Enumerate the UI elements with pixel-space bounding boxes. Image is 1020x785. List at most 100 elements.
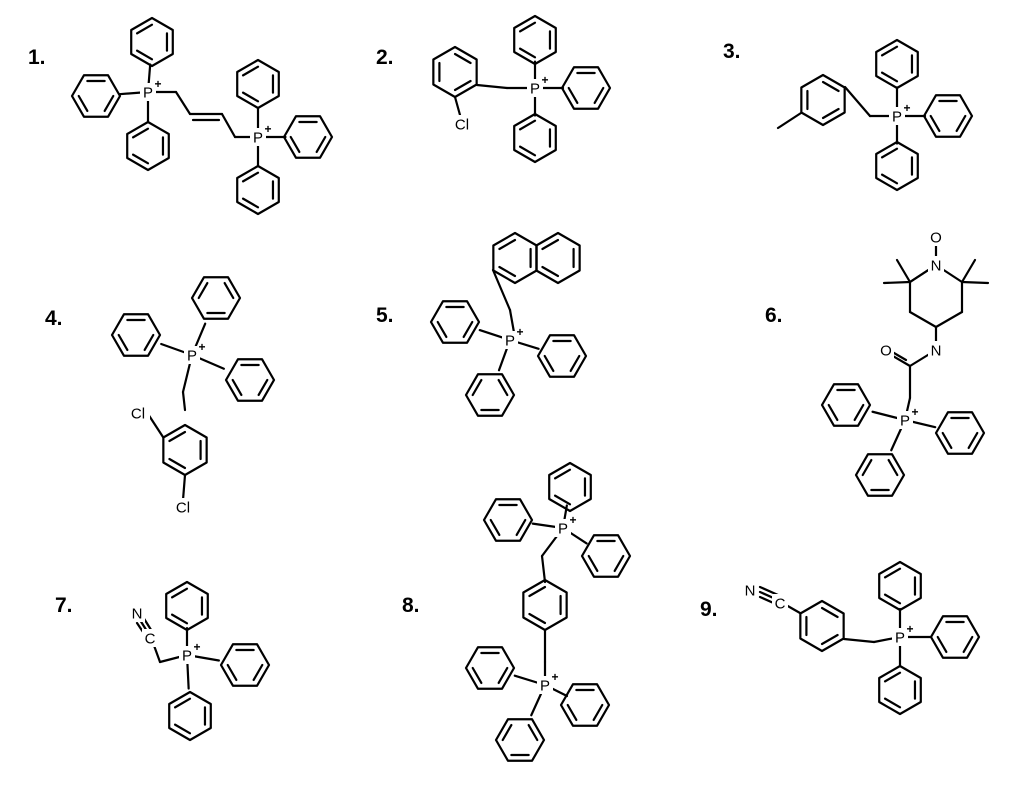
ring-double-bond [567,86,579,105]
bond [475,83,509,90]
atom-label-p: P [892,109,902,126]
ring-double-bond [827,403,839,422]
ring-double-bond [518,119,537,131]
ring-outline [929,615,981,659]
ring-outline [219,643,271,687]
ring-double-bond [527,723,539,742]
ring-double-bond [436,320,448,339]
methyl-bond [895,258,912,284]
methyl-bond [960,258,977,284]
xylylene-ring [522,578,568,632]
ring-outline [536,334,588,378]
ring-double-bond [103,94,115,113]
atom-mask [928,341,944,359]
atom-mask [175,498,195,516]
ring-double-bond [223,281,235,300]
ring-double-bond [883,671,902,683]
ring-double-bond [170,587,189,599]
positive-charge-label: + [264,122,271,136]
ring-outline [799,599,845,653]
positive-charge-label: + [198,340,205,354]
ring-double-bond [168,430,187,443]
ring-double-bond [315,135,327,154]
phenyl-ring [854,453,906,497]
positive-charge-label: + [154,77,161,91]
ring-double-bond [170,613,189,625]
atom-label-p: P [530,81,540,98]
ring-double-bond [880,173,899,185]
phenyl-ring [560,66,612,110]
ring-outline [168,690,212,742]
ring-outline [934,411,986,455]
bonds-layer [70,14,990,762]
ring-outline [875,140,919,192]
atom-label-cl: Cl [131,406,145,423]
ring-double-bond [241,197,260,209]
ring-double-bond [515,518,527,537]
atom-label-cl: Cl [176,500,190,517]
bond [174,90,192,116]
atom-label-p: P [143,85,153,102]
positive-charge-label: + [911,405,918,419]
phenyl-ring [165,580,209,632]
structure-number-9: 9. [700,598,718,621]
atom-mask [878,341,894,359]
structure-number-3: 3. [723,40,741,63]
phenyl-ring [878,560,922,612]
methylbenzyl-ring [800,73,846,127]
ring-double-bond [880,147,899,159]
atom-label-p: P [505,333,515,350]
ring-outline [429,300,481,344]
ring-double-bond [197,281,209,300]
atom-mask [889,107,905,125]
naphthalene-ring [535,231,581,285]
bond [181,473,187,502]
phenyl-ring [820,383,872,427]
ring-double-bond [226,663,238,682]
phenyl-ring [219,643,271,687]
ring-outline [110,313,162,357]
bond [146,412,165,439]
ring-double-bond [453,79,472,92]
atom-mask [129,604,145,622]
ring-double-bond [887,458,899,477]
ring-double-bond [962,635,974,654]
ring-double-bond [252,663,264,682]
ring-outline [236,164,280,216]
atom-mask [142,629,158,647]
ring-outline [580,534,632,578]
ring-double-bond [883,697,902,709]
ring-double-bond [518,47,537,59]
ring-double-bond [861,458,873,477]
atom-mask [772,594,788,612]
ring-outline [126,120,170,172]
naphthalene-ring [492,231,538,285]
ring-double-bond [131,127,150,139]
ring-outline [236,58,280,110]
triple-bond [758,585,780,597]
ring-outline [535,231,581,285]
atom-mask [892,628,908,646]
phenyl-ring [190,276,242,320]
ring-double-bond [518,145,537,157]
ring-double-bond [241,171,260,183]
atom-label-o: O [930,230,942,247]
atom-label-p: P [540,678,550,695]
ring-double-bond [173,723,192,735]
ring-outline [878,560,922,612]
phenyl-ring [464,646,516,690]
ring-double-bond [168,457,187,470]
ring-outline [854,453,906,497]
ring-double-bond [528,612,547,625]
phenyl-ring [126,120,170,172]
phenyl-ring [168,690,212,742]
ring-double-bond [453,52,472,65]
phenyl-ring [70,74,122,118]
atom-mask [897,411,913,429]
atom-mask [140,83,156,101]
methyl-bond [882,280,912,285]
phenyl-ring [559,683,611,727]
atom-mask [184,346,200,364]
